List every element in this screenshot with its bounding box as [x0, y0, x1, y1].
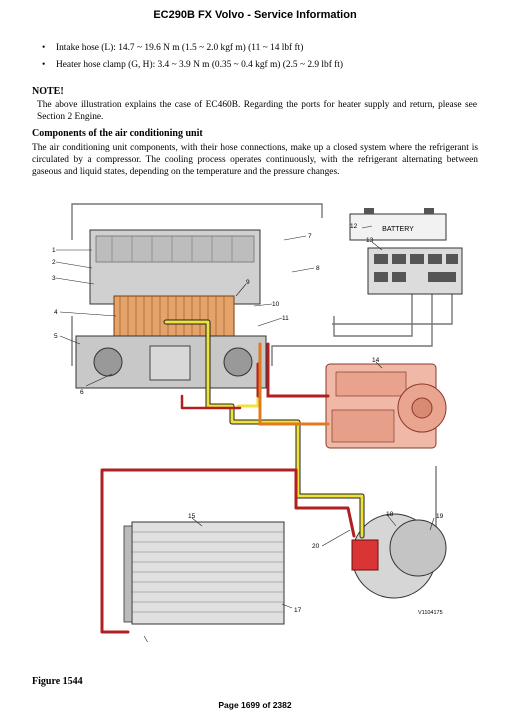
figure-reference: V1104175	[418, 610, 443, 616]
torque-list: Intake hose (L): 14.7 ~ 19.6 N m (1.5 ~ …	[42, 42, 482, 76]
note-heading: NOTE!	[32, 86, 64, 97]
callout-5: 5	[54, 333, 58, 340]
condenser-illustration	[123, 521, 285, 625]
climate-control-panel	[367, 247, 463, 295]
callout-14: 14	[372, 357, 380, 364]
callout-8: 8	[316, 265, 320, 272]
ac-system-illustration: BATTERY	[52, 203, 463, 642]
evaporator-unit	[75, 229, 267, 389]
callout-10: 10	[272, 301, 280, 308]
callout-15: 15	[188, 513, 196, 520]
battery-label: BATTERY	[382, 226, 414, 233]
callout-18: 18	[386, 511, 394, 518]
callout-7: 7	[308, 233, 312, 240]
callout-11: 11	[282, 315, 289, 322]
callout-20: 20	[312, 543, 320, 550]
callout-3: 3	[52, 275, 56, 282]
heater-hoses	[258, 342, 330, 426]
callout-13: 13	[366, 237, 374, 244]
list-item-heater-hose-clamp: Heater hose clamp (G, H): 3.4 ~ 3.9 N m …	[42, 59, 482, 71]
note-text: The above illustration explains the case…	[37, 100, 477, 122]
refrigerant-hoses	[100, 319, 365, 634]
callout-1: 1	[52, 247, 56, 254]
document-header: EC290B FX Volvo - Service Information	[153, 9, 357, 21]
battery-icon: BATTERY	[349, 208, 447, 241]
callout-2: 2	[52, 259, 56, 266]
list-item-intake-hose: Intake hose (L): 14.7 ~ 19.6 N m (1.5 ~ …	[42, 42, 482, 54]
callout-6: 6	[80, 389, 84, 396]
callout-17: 17	[294, 607, 302, 614]
callout-12: 12	[350, 223, 358, 230]
engine-illustration	[325, 363, 447, 449]
page-number: Page 1699 of 2382	[218, 700, 292, 710]
section-text: The air conditioning unit components, wi…	[32, 143, 478, 177]
figure-caption: Figure 1544	[32, 676, 83, 687]
compressor-illustration	[351, 513, 447, 599]
callout-9: 9	[246, 279, 250, 286]
callout-19: 19	[436, 513, 444, 520]
callout-4: 4	[54, 309, 58, 316]
section-heading: Components of the air conditioning unit	[32, 128, 203, 139]
